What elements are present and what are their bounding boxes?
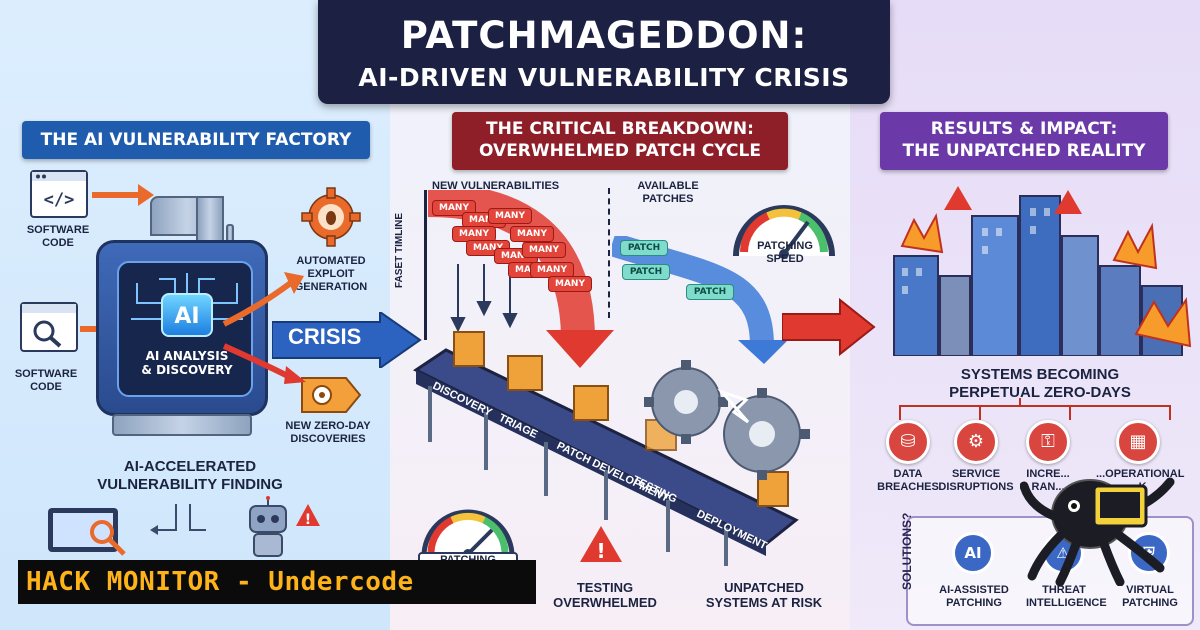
patch-badge: PATCH — [686, 284, 734, 300]
to-results-arrow — [782, 297, 876, 357]
ai-chip: AI — [161, 293, 213, 337]
patch-badge: PATCH — [620, 240, 668, 256]
solution-label: AI-ASSISTED PATCHING — [939, 584, 1009, 609]
bug-gear-icon — [301, 187, 361, 247]
crisis-arrow — [272, 312, 422, 368]
file-folders — [453, 331, 789, 507]
impact-icon: ▦ — [1116, 420, 1160, 464]
faset-timeline-label: FASET TIMLINE — [394, 213, 405, 288]
machine-screen: AI AI ANALYSIS & DISCOVERY — [117, 261, 253, 397]
patching-speed-gauge-top — [733, 205, 835, 259]
code-search-icon — [20, 302, 78, 352]
middle-panel-header: THE CRITICAL BREAKDOWN: OVERWHELMED PATC… — [452, 112, 788, 170]
watermark-banner: HACK MONITOR - Undercode — [18, 560, 536, 604]
robot-icon: ! — [249, 496, 320, 557]
machine-output-arrows — [222, 272, 306, 384]
title-line-2: AI-DRIVEN VULNERABILITY CRISIS — [358, 63, 850, 92]
crisis-label: CRISIS — [288, 324, 362, 349]
flow-lines — [150, 504, 206, 535]
input-arrow-1 — [92, 184, 154, 206]
zero-day-tag-icon — [301, 377, 362, 413]
patch-guide-line — [608, 188, 610, 318]
broken-gears-icon — [644, 360, 810, 480]
software-code-label-2: SOFTWARE CODE — [14, 368, 78, 393]
machine-caption: AI ANALYSIS & DISCOVERY — [141, 349, 233, 377]
impact-label: DATA BREACHES — [877, 468, 939, 493]
warning-icon-testing: ! — [580, 526, 622, 563]
burning-city-skyline — [893, 186, 1192, 356]
impact-icon: ⛁ — [886, 420, 930, 464]
ai-accelerated-finding-label: AI-ACCELERATED VULNERABILITY FINDING — [97, 458, 283, 493]
code-brackets-icon: </> — [32, 172, 86, 210]
impact-label: INCRE... RAN... — [1026, 468, 1070, 493]
impact-label: SERVICE DISRUPTIONS — [938, 468, 1014, 493]
many-badge: MANY — [510, 226, 554, 242]
impact-icon: ⚿ — [1026, 420, 1070, 464]
available-patches-label: AVAILABLE PATCHES — [637, 180, 699, 205]
ai-machine: AI AI ANALYSIS & DISCOVERY — [96, 240, 268, 416]
new-vulnerabilities-label: NEW VULNERABILITIES — [432, 180, 560, 192]
svg-text:</>: </> — [44, 190, 75, 210]
code-window-icon: </> — [30, 170, 88, 218]
title-line-1: PATCHMAGEDDON: — [400, 14, 808, 57]
unpatched-systems-label: UNPATCHED SYSTEMS AT RISK — [705, 580, 823, 610]
left-panel-header: THE AI VULNERABILITY FACTORY — [22, 121, 370, 159]
impact-branches — [899, 398, 1171, 420]
solution-label: VIRTUAL PATCHING — [1122, 584, 1178, 609]
patch-badge: PATCH — [622, 264, 670, 280]
octopus-hacker-mascot — [1020, 477, 1175, 586]
testing-overwhelmed-label: TESTING OVERWHELMED — [553, 580, 657, 610]
svg-text:!: ! — [305, 512, 311, 528]
machine-base — [112, 414, 252, 436]
patching-speed-label-top: PATCHING SPEED — [757, 240, 813, 265]
down-arrows — [450, 264, 518, 333]
solutions-label: SOLUTIONS? — [900, 512, 914, 590]
automated-exploit-label: AUTOMATED EXPLOIT GENERATION — [294, 255, 368, 293]
perpetual-zero-days-label: SYSTEMS BECOMING PERPETUAL ZERO-DAYS — [949, 366, 1131, 401]
impact-icon: ⚙ — [954, 420, 998, 464]
svg-text:!: ! — [596, 539, 605, 563]
solution-icon: AI — [952, 532, 994, 574]
right-panel-header: RESULTS & IMPACT: THE UNPATCHED REALITY — [880, 112, 1168, 170]
main-title: PATCHMAGEDDON: AI-DRIVEN VULNERABILITY C… — [318, 0, 890, 104]
laptop-search-icon — [48, 508, 126, 556]
many-badge: MANY — [548, 276, 592, 292]
software-code-label-1: SOFTWARE CODE — [26, 224, 90, 249]
timeline-axis — [424, 190, 427, 340]
zero-day-label: NEW ZERO-DAY DISCOVERIES — [285, 420, 371, 445]
many-badge: MANY — [488, 208, 532, 224]
many-badge: MANY — [522, 242, 566, 258]
solution-label: THREAT INTELLIGENCE — [1026, 584, 1107, 609]
